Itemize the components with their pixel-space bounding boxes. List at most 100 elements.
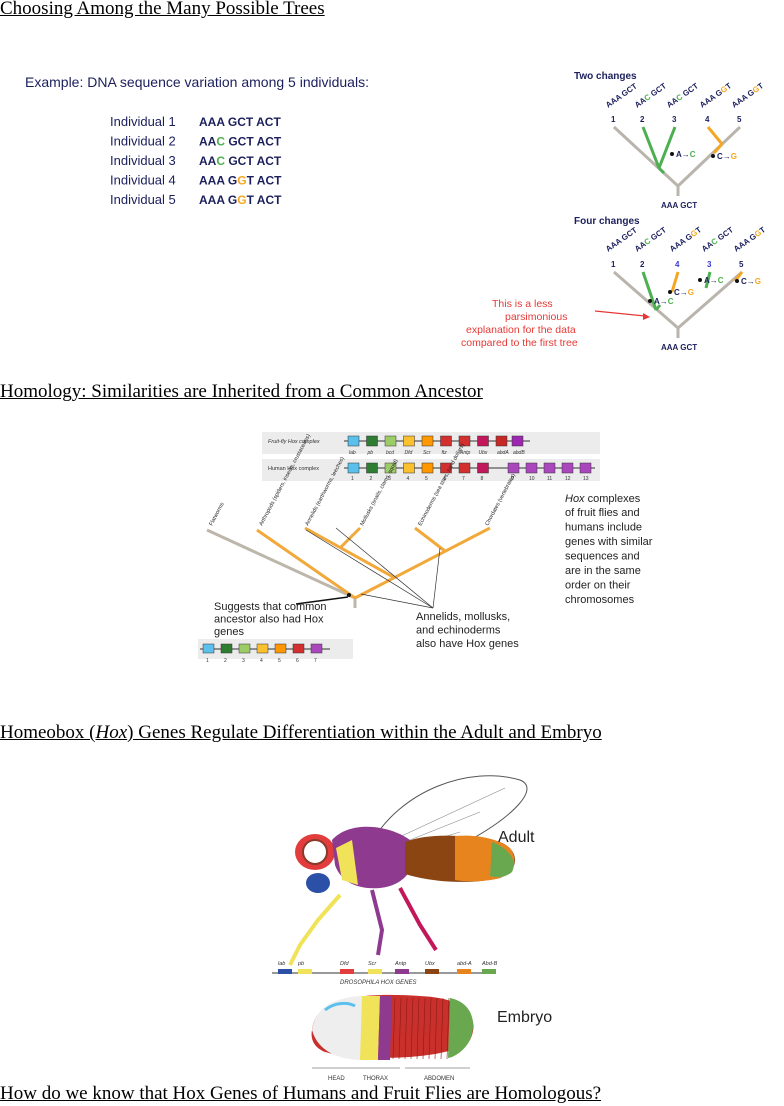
also-note-line: also have Hox genes [416,638,519,650]
human-gene-name: 4 [407,476,410,482]
hox-side-line: Hox complexes [565,493,641,505]
tree2-branch-orange [670,271,680,293]
tree2-mutation-c-g-dot [735,279,739,283]
tree1-root-seq: AAA GCT [661,201,697,210]
human-gene-name: 6 [444,476,447,482]
embryo-segment-line [428,997,432,1060]
tree2-mutation-c-g: C→G [674,288,694,297]
drosophila-gene-box [425,969,439,974]
human-complex-label: Human Hox complex [268,466,319,472]
embryo-segment-line [434,997,438,1060]
tree1-branch-green [657,126,677,169]
fly-gene-box [458,435,471,447]
tree1-branch-orange [706,126,724,145]
tree2-mutation-c-g-dot [668,290,672,294]
tree2-leaf-seq-part: G [753,228,763,239]
human-gene-name: 10 [529,476,535,482]
human-gene-box [477,462,489,474]
body-region-label: THORAX [363,1076,388,1082]
tree1-branch [676,125,742,188]
fly-gene-name: bcd [386,450,394,456]
individual-sequence-part: AAA GCT ACT [199,115,281,129]
embryo-segment-line [440,997,444,1060]
drosophila-gene-box [278,969,292,974]
tree1-mutation-c-g-part: → [723,152,731,161]
ancestor-gene-box [202,643,215,654]
heading-homology: Homology: Similarities are Inherited fro… [0,381,483,402]
heading-homeobox-em: Hox [95,722,128,743]
human-gene-box [421,462,434,474]
tree1-leaf-seq: AAC GCT [633,81,668,109]
individual-sequence-part: AAA G [199,193,237,207]
tree1-leaf-seq-part: C [642,92,652,103]
tree1-mutation-a-c: A→C [676,150,696,159]
note-arrow [594,310,646,317]
individual-sequence-part: G [237,174,246,188]
individual-label: Individual 4 [110,173,176,188]
fly-gene-box [477,435,489,447]
tree2-branch-green [641,271,658,311]
tree1-leaf-seq-part: G [751,84,761,95]
ancestor-gene-name: 7 [314,658,317,664]
human-gene-box [347,462,360,474]
note-line: This is a less [492,298,553,310]
embryo-segment-line [398,997,402,1060]
drosophila-gene-name: pb [297,961,304,967]
tree2-mutation-c-g-part: C [674,288,680,297]
tree2-mutation-c-g-part: → [680,288,688,297]
fly-gene-box [421,435,434,447]
ancestor-note-line: genes [214,626,244,638]
body-region-label: HEAD [328,1076,345,1082]
thorax-scr-region [336,840,358,885]
tree1-leaf-seq: AAA GGT [730,81,765,109]
embryo-segment-line [392,997,396,1060]
human-gene-box [403,462,415,474]
tree2-branch-green [704,271,712,289]
hox-side-line: order on their [565,580,631,592]
tree2-leaf-seq: AAA GGT [668,225,703,253]
individual-sequence: AAC GCT ACT [199,135,282,149]
tree1-leaf-number: 5 [737,115,742,124]
tree2-leaf-seq-part: G [689,228,699,239]
tree1-branch [612,125,680,188]
body-region-label: ABDOMEN [424,1076,454,1082]
embryo-segment-line [416,997,420,1060]
tree1-leaf-seq-part: AAA GCT [604,81,639,109]
individual-sequence: AAA GGT ACT [199,193,282,207]
hox-pointer-line [305,529,434,609]
ancestor-gene-name: 1 [206,658,209,664]
drosophila-gene-name: Dfd [340,961,350,967]
individual-sequence-part: GCT ACT [225,135,282,149]
individual-sequence: AAA GCT ACT [199,115,281,129]
fly-mouthparts [306,873,330,893]
drosophila-gene-name: lab [278,961,285,967]
tree2-mutation-c-g-part: → [747,277,755,286]
tree2-mutation-a-c-part: C [668,297,674,306]
fly-gene-box [495,435,508,447]
individual-sequence-part: AA [199,154,217,168]
hox-branch-annelids [304,526,396,580]
embryo-segment-line [422,997,426,1060]
individual-label: Individual 3 [110,153,176,168]
tree1-leaf-seq-part: GCT [647,81,668,99]
tree2-branch [613,270,679,330]
tree2-mutation-a-c-part: → [710,276,718,285]
ancestor-note-line: Suggests that common [214,601,327,613]
individual-sequence-part: C [216,154,225,168]
ancestor-gene-name: 4 [260,658,263,664]
fly-gene-box [347,435,360,447]
human-gene-name: 5 [425,476,428,482]
tree2-leaf-seq: AAC GCT [700,225,735,253]
fly-gene-name: lab [349,450,356,456]
ancestor-gene-box [274,643,287,654]
drosophila-gene-box [298,969,312,974]
hox-figure-svg: Fruit-fly Hox complex Human Hox complex … [198,432,653,664]
drosophila-gene-box [395,969,409,974]
drosophila-gene-name: Abd-B [481,961,498,967]
hox-side-line: genes with similar [565,536,653,548]
mid-leg [370,889,385,956]
hox-side-line: sequences and [565,551,640,563]
